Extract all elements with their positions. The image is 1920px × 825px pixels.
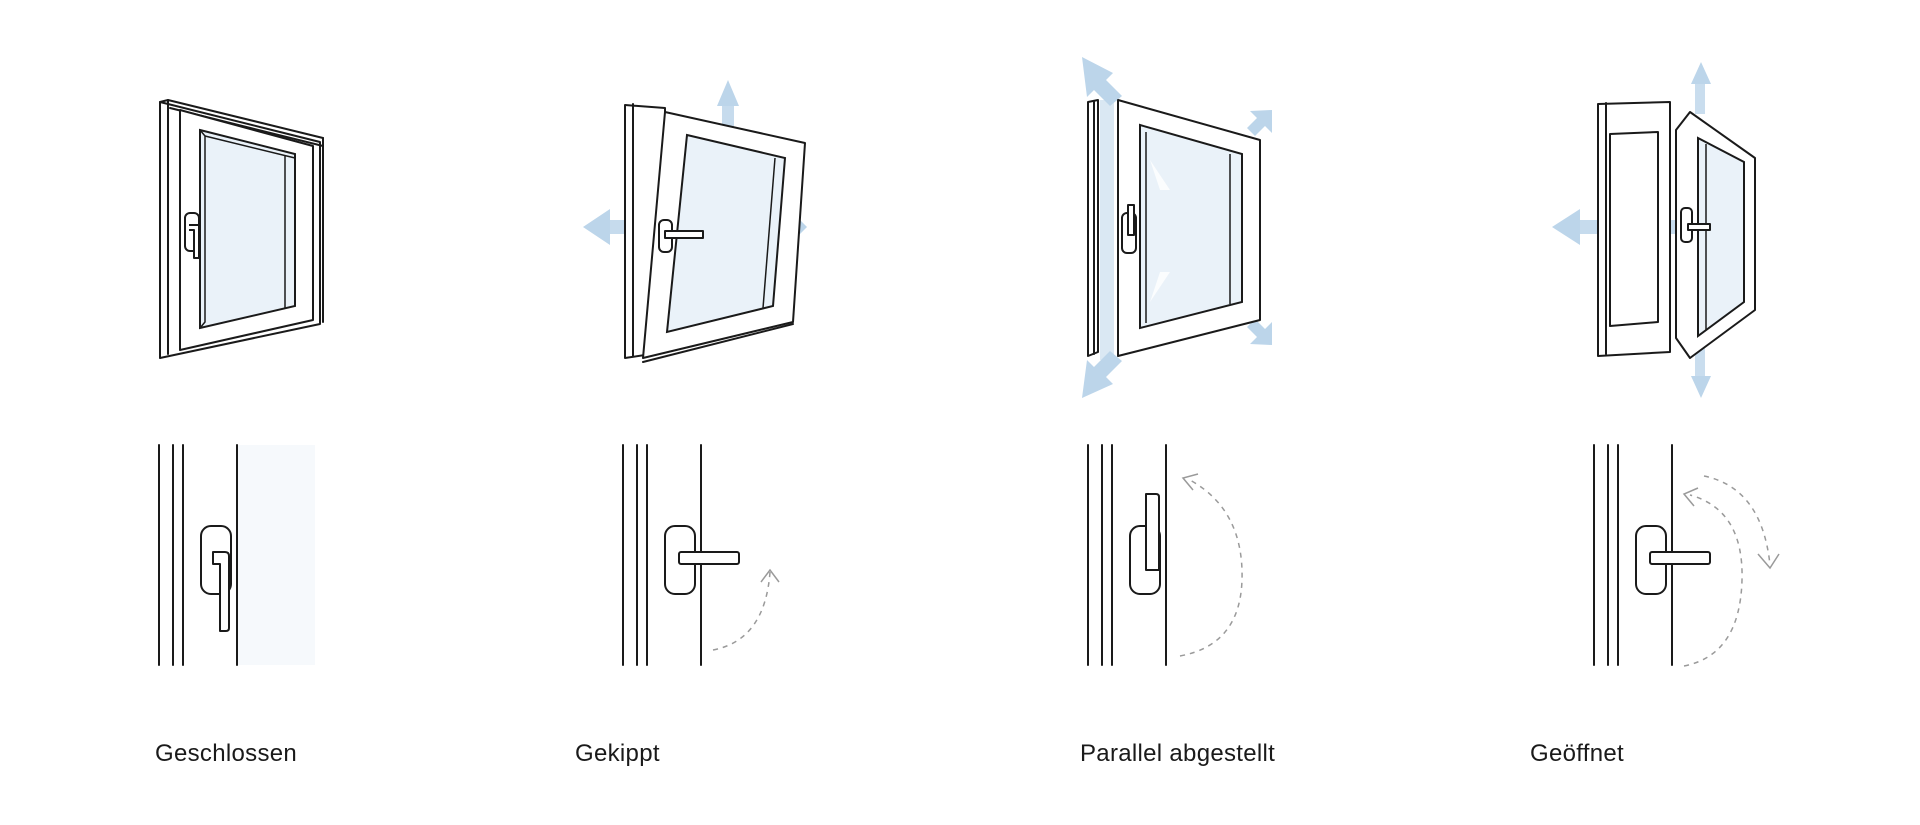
state-label-tilted: Gekippt — [575, 740, 660, 767]
state-label-closed: Geschlossen — [155, 740, 298, 767]
state-closed: Geschlossen — [155, 0, 455, 825]
handle-horizontal-icon — [1530, 440, 1780, 670]
state-label-open: Geöffnet — [1530, 740, 1625, 767]
handle-down-icon — [155, 440, 335, 670]
state-tilted: Gekippt — [575, 0, 875, 825]
tilted-window-icon — [575, 40, 835, 370]
handle-horizontal-icon — [575, 440, 780, 670]
airflow-arrow-icon — [1082, 57, 1272, 398]
state-label-parallel-vented: Parallel abgestellt — [1080, 740, 1276, 767]
handle-up-icon — [1080, 440, 1280, 670]
state-open: Geöffnet — [1530, 0, 1830, 825]
closed-window-icon — [155, 40, 335, 370]
state-parallel-vented: Parallel abgestellt — [1080, 0, 1380, 825]
open-window-icon — [1530, 40, 1790, 400]
parallel-vented-window-icon — [1080, 40, 1300, 400]
